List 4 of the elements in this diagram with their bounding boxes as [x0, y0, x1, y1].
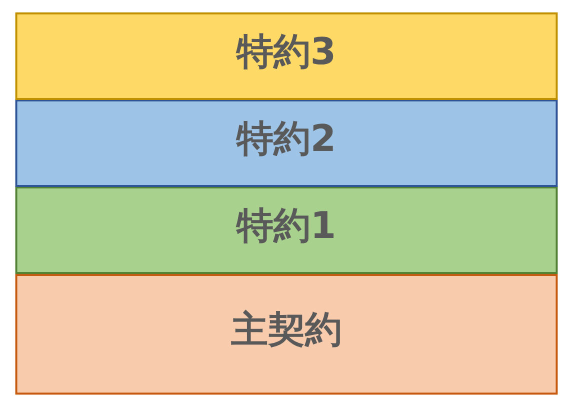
- node-box: 特約3: [14, 12, 558, 100]
- node-box: 主契約: [14, 274, 558, 395]
- node-box: 特約2: [14, 99, 558, 188]
- node-box: 特約1: [14, 186, 558, 274]
